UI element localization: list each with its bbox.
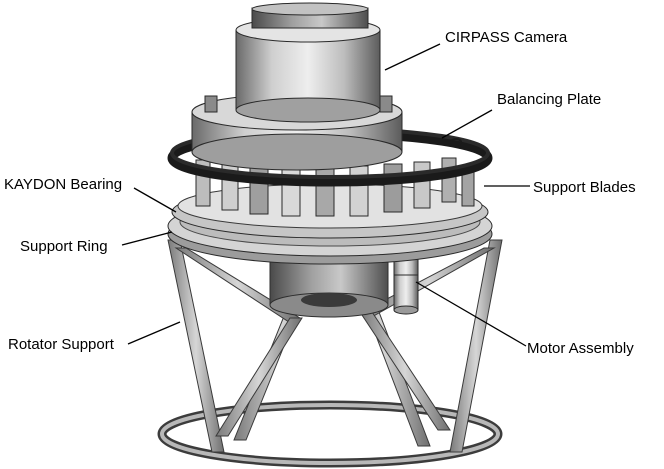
label-support-ring: Support Ring <box>20 238 108 255</box>
leader-cirpass-camera <box>384 43 441 71</box>
leader-motor-assembly <box>415 281 527 347</box>
leader-balancing-plate <box>441 109 493 139</box>
label-kaydon-bearing: KAYDON Bearing <box>4 176 123 193</box>
base-ring <box>157 400 503 468</box>
label-cirpass-camera: CIRPASS Camera <box>445 29 568 46</box>
lower-housing <box>269 224 389 318</box>
cirpass-camera <box>235 2 381 123</box>
leader-support-ring <box>121 231 173 246</box>
label-motor-assembly: Motor Assembly <box>527 340 634 357</box>
label-balancing-plate: Balancing Plate <box>497 91 602 108</box>
label-support-blades: Support Blades <box>533 179 636 196</box>
leader-kaydon-bearing <box>133 187 177 213</box>
leader-lines <box>121 43 530 347</box>
label-rotator-support: Rotator Support <box>8 336 114 353</box>
leader-rotator-support <box>127 321 181 345</box>
